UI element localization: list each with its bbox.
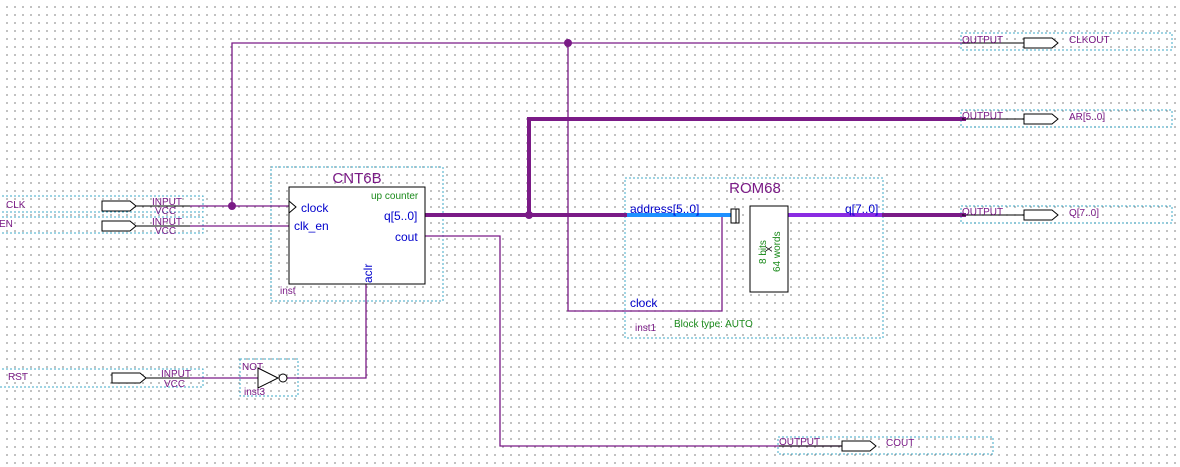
ar-output-box[interactable] xyxy=(960,109,1173,128)
clock-edge-icon xyxy=(288,200,297,214)
cout-output-name: COUT xyxy=(886,438,914,449)
rom-clock-wire[interactable] xyxy=(567,43,730,312)
not-gate-instance: inst3 xyxy=(244,387,266,398)
clk-input-pin[interactable] xyxy=(101,200,190,212)
q-bus-junction xyxy=(525,211,533,219)
rst-input-default: VCC xyxy=(164,379,185,390)
en-input-pin[interactable] xyxy=(101,220,190,232)
rom-instance-box[interactable] xyxy=(624,177,884,339)
rom-size-words: 64 words xyxy=(772,231,783,272)
clkout-wire[interactable] xyxy=(231,42,970,206)
rom-block-type: Block type: AUTO xyxy=(674,319,753,330)
counter-title: CNT6B xyxy=(332,170,381,187)
address-register[interactable] xyxy=(730,208,740,224)
aclr-wire[interactable] xyxy=(287,284,367,379)
cout-wire[interactable] xyxy=(425,235,845,447)
q-output-type: OUTPUT xyxy=(962,207,1003,218)
rom-address-port: address[5..0] xyxy=(630,202,699,216)
cout-output-type: OUTPUT xyxy=(779,437,820,448)
clkout-output-type: OUTPUT xyxy=(962,35,1003,46)
counter-instance-box[interactable] xyxy=(270,166,444,302)
en-input-default: VCC xyxy=(155,226,176,237)
clkout-junction xyxy=(564,39,572,47)
clk-input-name: CLK xyxy=(6,200,26,211)
q-output-box[interactable] xyxy=(960,205,1173,224)
rst-input-type: INPUT xyxy=(161,369,191,380)
en-input-name: EN xyxy=(0,219,13,230)
ar-output-name: AR[5..0] xyxy=(1069,112,1105,123)
rom-size-bits: 8 bits xyxy=(758,240,769,264)
counter-body[interactable] xyxy=(288,186,426,285)
rom-instance-name: inst1 xyxy=(635,323,657,334)
clk-input-default: VCC xyxy=(155,206,176,217)
ar-bus[interactable] xyxy=(527,117,966,215)
counter-subtitle: up counter xyxy=(371,191,419,202)
counter-aclr-port: aclr xyxy=(361,264,375,283)
counter-clk-en-port: clk_en xyxy=(294,219,329,233)
rom-size-x: X xyxy=(764,246,774,252)
clk-input-type: INPUT xyxy=(152,197,182,208)
counter-instance-name: inst xyxy=(280,286,296,297)
inverter-bubble-icon xyxy=(278,373,288,383)
rom-clock-port: clock xyxy=(630,296,658,310)
clkout-output-pin[interactable] xyxy=(962,37,1059,49)
clk-input-box[interactable] xyxy=(0,195,204,213)
ar-output-pin[interactable] xyxy=(962,113,1059,125)
rom-memory-block[interactable] xyxy=(749,205,789,293)
not-gate[interactable] xyxy=(257,367,288,389)
rom-q-port: q[7..0] xyxy=(845,202,878,216)
rom-title: ROM68 xyxy=(729,180,781,197)
not-gate-label: NOT xyxy=(242,362,263,373)
clkout-output-name: CLKOUT xyxy=(1069,35,1110,46)
q-output-name: Q[7..0] xyxy=(1069,208,1099,219)
counter-q-port: q[5..0] xyxy=(384,209,417,223)
counter-block[interactable] xyxy=(288,186,426,285)
cout-output-pin[interactable] xyxy=(779,440,877,452)
rst-input-pin[interactable] xyxy=(111,372,190,384)
clkout-output-box[interactable] xyxy=(960,32,1173,51)
counter-cout-port: cout xyxy=(395,230,418,244)
en-input-type: INPUT xyxy=(152,217,182,228)
en-input-box[interactable] xyxy=(0,216,204,234)
rst-input-name: RST xyxy=(8,372,28,383)
counter-clock-port: clock xyxy=(301,201,329,215)
ar-output-type: OUTPUT xyxy=(962,111,1003,122)
q-output-pin[interactable] xyxy=(962,209,1059,221)
clk-junction xyxy=(228,202,236,210)
